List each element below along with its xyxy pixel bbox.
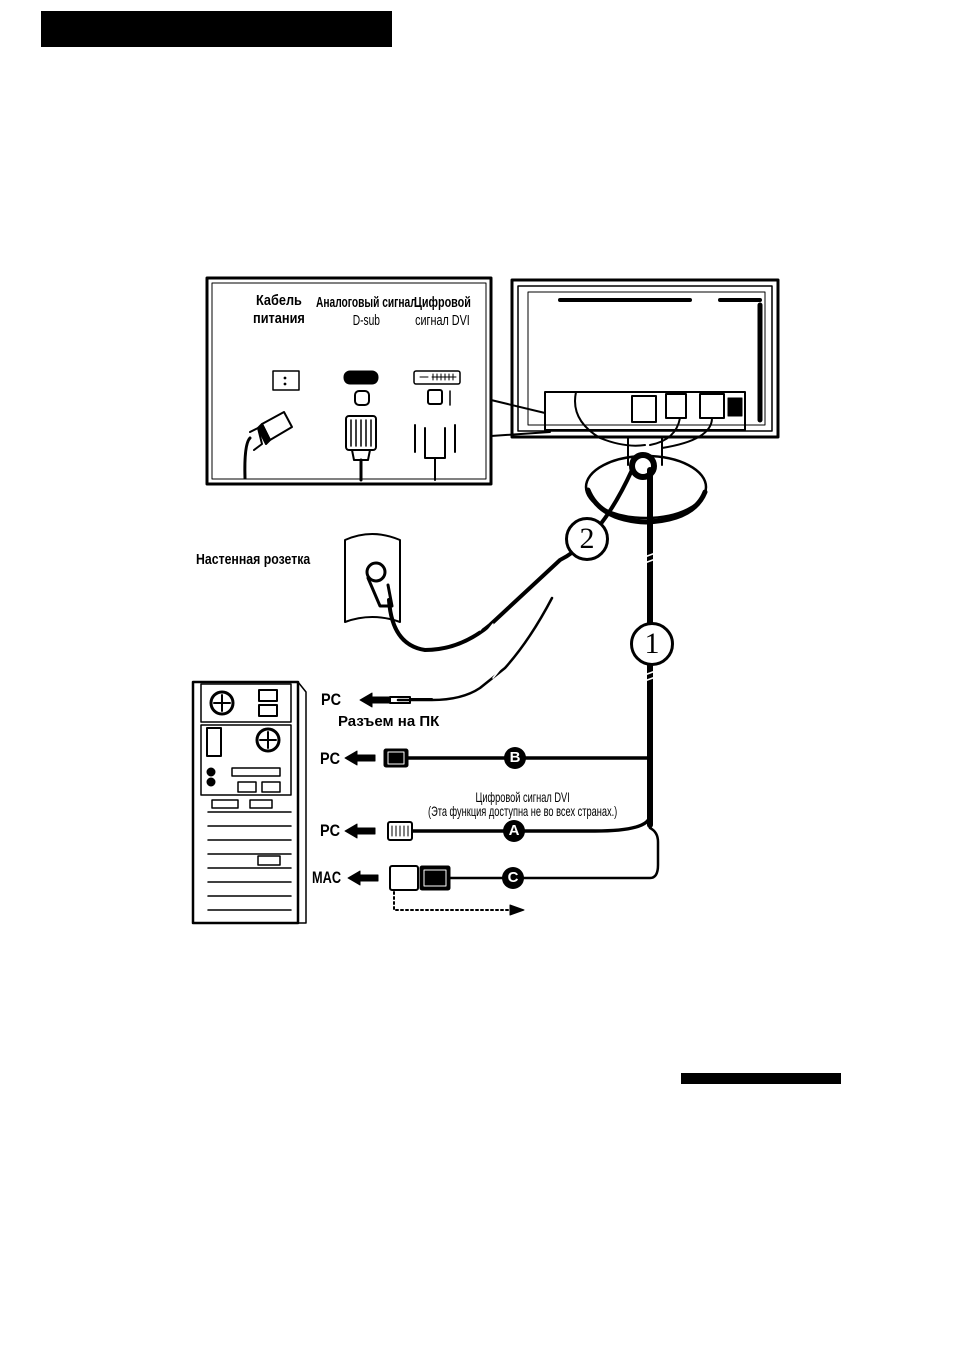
label-wall-outlet: Настенная розетка: [196, 551, 310, 568]
label-analog-line2: D-sub: [316, 312, 417, 330]
label-dvi-note-line2: (Эта функция доступна не во всех странах…: [428, 804, 617, 818]
label-digital-signal: Цифровой сигнал DVI: [414, 294, 471, 330]
monitor-rear-icon: [512, 280, 778, 522]
callout-c-text: C: [508, 869, 519, 886]
callout-2-text: 2: [580, 522, 595, 555]
callout-b-text: B: [510, 749, 521, 766]
label-digital-line1: Цифровой: [414, 294, 471, 312]
callout-b: B: [504, 747, 526, 769]
dvi-plug-icon: [415, 425, 455, 480]
arrow-pc1: [360, 693, 390, 707]
label-dvi-note: Цифровой сигнал DVI (Эта функция доступн…: [428, 790, 617, 818]
label-port-pc3: PC: [320, 821, 340, 841]
label-analog-signal: Аналоговый сигнал D-sub: [316, 294, 417, 330]
label-digital-line2: сигнал DVI: [414, 312, 471, 330]
dsub-port-icon: [344, 371, 378, 384]
label-power-cable: Кабель питания: [253, 292, 305, 328]
power-plug-icon: [245, 412, 292, 478]
dsub-plug-icon: [346, 416, 376, 480]
arrow-pc2: [345, 751, 375, 765]
label-pc-connector: Разъем на ПК: [338, 713, 439, 730]
arrow-pc3: [345, 824, 375, 838]
arrow-mac: [348, 871, 378, 885]
pc-tower-icon: [193, 682, 306, 923]
callout-2: 2: [565, 517, 609, 561]
label-power-cable-line1: Кабель: [253, 292, 305, 310]
callout-1-text: 1: [645, 627, 660, 660]
power-socket-icon: [273, 371, 299, 390]
label-power-cable-line2: питания: [253, 310, 305, 328]
label-port-pc2: PC: [320, 749, 340, 769]
label-analog-line1: Аналоговый сигнал: [316, 294, 417, 312]
audio-plug-icon: [390, 697, 432, 703]
label-port-mac: MAC: [312, 868, 341, 888]
callout-1: 1: [630, 622, 674, 666]
label-port-pc1: PC: [321, 690, 341, 710]
callout-a: A: [503, 820, 525, 842]
label-dvi-note-line1: Цифровой сигнал DVI: [428, 790, 617, 804]
callout-a-text: A: [509, 822, 520, 839]
callout-c: C: [502, 867, 524, 889]
mac-adapter-icon: [390, 866, 418, 890]
